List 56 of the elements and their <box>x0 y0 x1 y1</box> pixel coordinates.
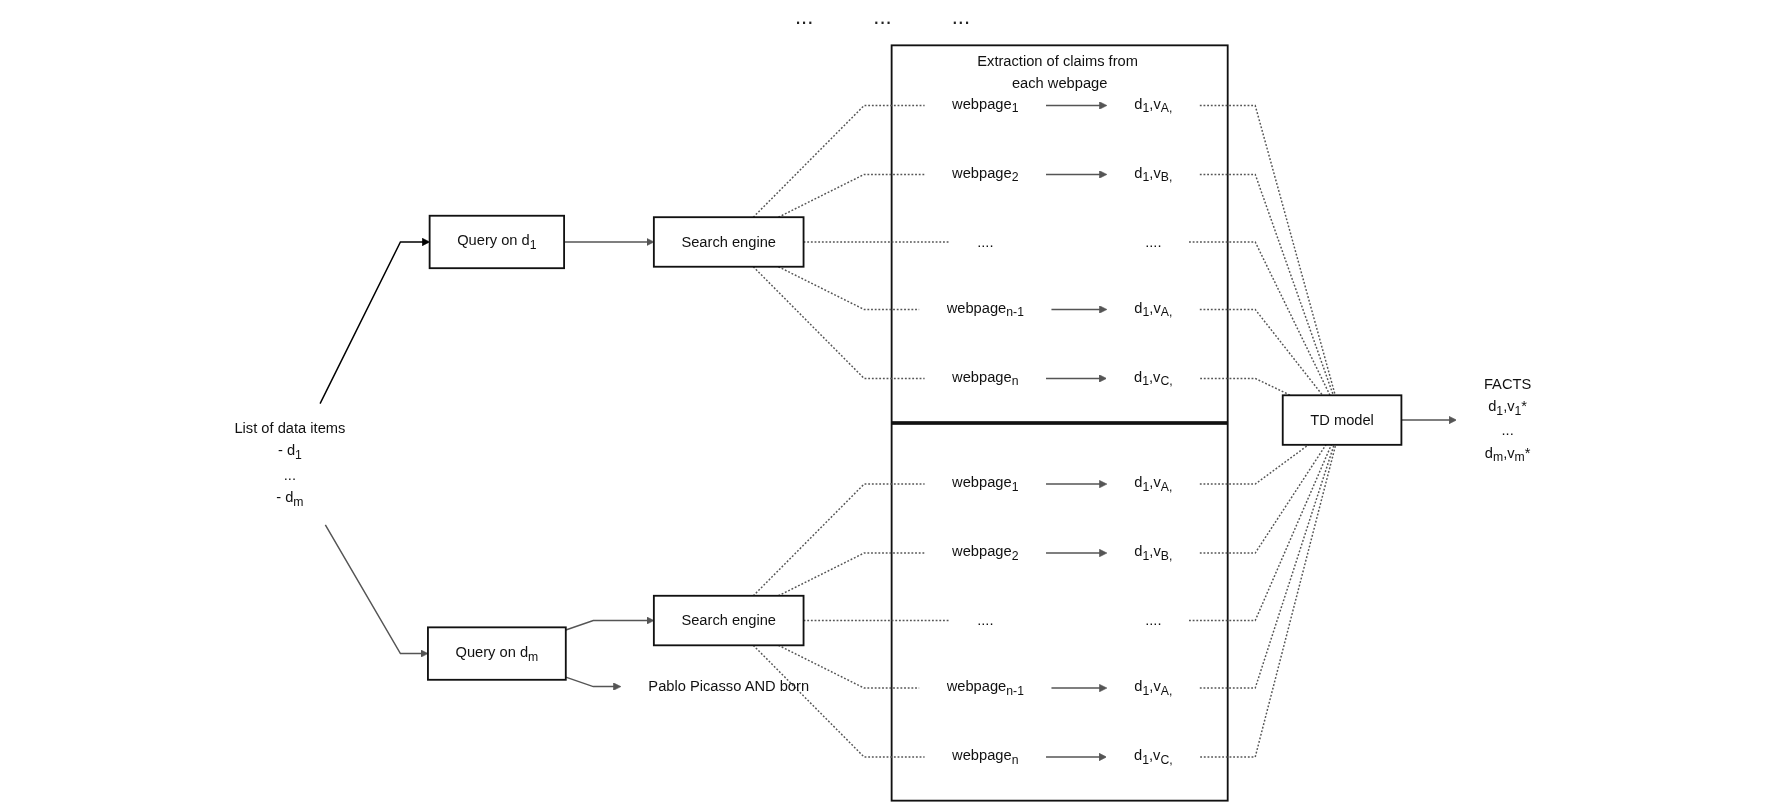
node-text: d$_{1}$,v$_{C,}$ <box>1133 746 1173 767</box>
node-text: webpage$_{n}$ <box>951 368 1019 388</box>
connector <box>777 644 920 689</box>
node-text: d$_{1}$,v$_{C,}$ <box>1133 368 1173 388</box>
node-text: d$_{1}$,v$_{A,}$ <box>1134 95 1172 115</box>
node-text: webpage$_{1}$ <box>951 95 1019 115</box>
node-box: Query on d$_{1}$ <box>428 214 565 269</box>
node-text: webpage$_{n-1}$ <box>946 299 1024 319</box>
arrow <box>1044 169 1107 178</box>
arrow <box>1050 304 1107 313</box>
connector <box>1187 240 1331 396</box>
arrow <box>1044 548 1107 557</box>
node-text: d$_{1}$,v$_{A,}$ <box>1134 299 1172 319</box>
node-text: d$_{1}$,v$_{A,}$ <box>1134 473 1172 494</box>
ellipsis-text: ... <box>873 4 892 30</box>
node-box: Search engine <box>652 215 805 268</box>
node-text: FACTS d$_{1}$,v$_{1}$* ... d$_{m}$,v$_{m}$* <box>1483 375 1531 464</box>
node-text: webpage$_{2}$ <box>951 164 1019 184</box>
connector <box>752 482 925 596</box>
arrow <box>1044 373 1107 382</box>
node-text: d$_{1}$,v$_{B,}$ <box>1134 164 1172 184</box>
connector <box>1198 443 1335 689</box>
connector <box>752 644 925 758</box>
node-text: webpage$_{n}$ <box>951 746 1019 767</box>
arrow <box>564 675 621 691</box>
node-text: d$_{1}$,v$_{A,}$ <box>1134 677 1172 698</box>
node-text: webpage$_{2}$ <box>951 542 1019 563</box>
arrow <box>1050 683 1107 692</box>
connector <box>1198 443 1309 485</box>
node-text: webpage$_{n-1}$ <box>946 677 1024 698</box>
node-text: .... <box>976 233 994 249</box>
arrow <box>563 237 654 246</box>
node-text: .... <box>1144 233 1162 249</box>
node-box: Search engine <box>652 594 805 646</box>
arrow <box>319 237 430 404</box>
node-text: List of data items - d$_{1}$ ... - d$_{m}$ <box>234 419 346 508</box>
arrow <box>324 523 428 658</box>
node-text: d$_{1}$,v$_{B,}$ <box>1134 542 1172 563</box>
arrow <box>1044 479 1107 488</box>
node-text: Pablo Picasso AND born <box>648 677 809 694</box>
ellipsis-text: ... <box>951 4 970 30</box>
connector <box>1199 443 1337 758</box>
connector <box>1198 104 1336 396</box>
connector <box>1198 443 1327 554</box>
connector <box>1187 443 1332 621</box>
connector <box>1198 173 1334 396</box>
node-text: webpage$_{1}$ <box>951 473 1019 494</box>
ellipsis-text: ... <box>795 4 814 30</box>
arrow <box>1044 752 1107 761</box>
arrow <box>1044 100 1107 110</box>
node-box: TD model <box>1281 393 1402 446</box>
cluster <box>890 422 1229 802</box>
node-text: .... <box>976 611 994 628</box>
node-text: .... <box>1144 611 1162 628</box>
connector <box>1198 308 1323 396</box>
node-box: Query on d$_{m}$ <box>426 625 567 681</box>
